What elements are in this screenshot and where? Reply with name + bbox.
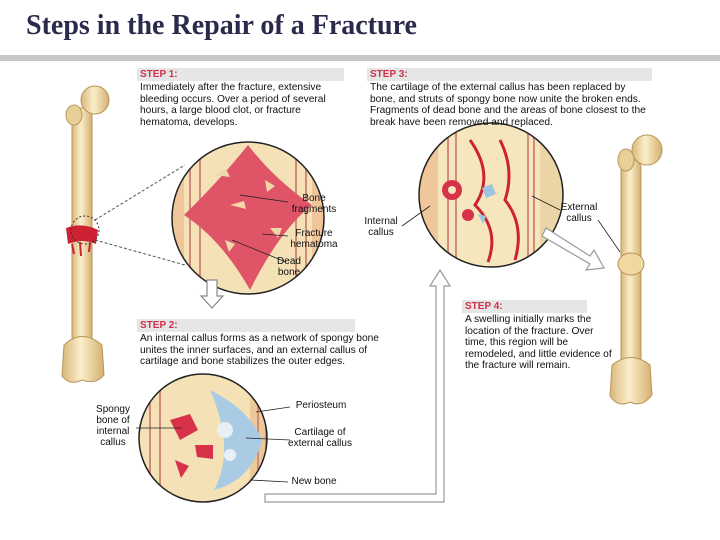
step3-bony-callus-view [419, 123, 563, 267]
label-bone-fragments: Bone fragments [291, 193, 337, 215]
label-periosteum: Periosteum [295, 400, 347, 411]
step1-text: Immediately after the fracture, extensiv… [140, 82, 326, 128]
step1-heading: STEP 1: [137, 68, 344, 81]
arrow-step1-to-2 [199, 279, 225, 309]
step2-heading: STEP 2: [137, 319, 355, 332]
step2-text: An internal callus forms as a network of… [140, 333, 379, 367]
label-dead-bone: Dead bone [277, 256, 301, 278]
step3-text: The cartilage of the external callus has… [370, 82, 646, 128]
arrow-step3-to-4 [541, 227, 605, 271]
label-external-callus: External callus [560, 202, 598, 224]
title-divider [0, 55, 720, 61]
step4-text: A swelling initially marks the location … [465, 314, 612, 371]
step4-heading: STEP 4: [462, 300, 587, 313]
healed-femur [609, 134, 663, 405]
page-title: Steps in the Repair of a Fracture [26, 10, 417, 41]
label-spongy-bone: Spongy bone of internal callus [96, 404, 130, 448]
label-fracture-hematoma: Fracture hematoma [290, 228, 338, 250]
fractured-femur [61, 85, 110, 383]
label-new-bone: New bone [291, 476, 337, 487]
label-internal-callus: Internal callus [364, 216, 398, 238]
step2-callus-view [139, 374, 267, 502]
arrow-step2-to-3 [264, 268, 452, 503]
label-cartilage: Cartilage of external callus [288, 427, 352, 449]
step3-heading: STEP 3: [367, 68, 652, 81]
